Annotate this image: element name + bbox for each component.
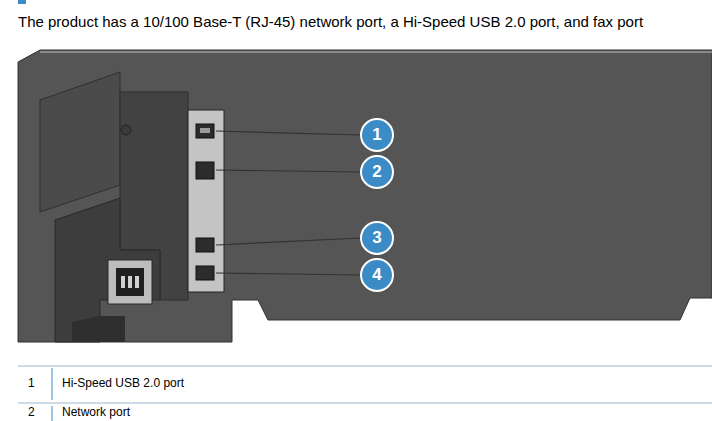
callout-number: 3 <box>362 228 392 248</box>
leader-line <box>216 131 361 135</box>
leader-line <box>216 238 361 245</box>
table-cell: Network port <box>62 406 130 420</box>
callout-number: 2 <box>362 162 392 182</box>
leader-line <box>216 273 361 275</box>
top-edge <box>40 51 712 53</box>
foot <box>72 316 125 342</box>
leader-line <box>216 170 361 172</box>
printer-body <box>18 50 712 342</box>
table-separator <box>52 406 53 421</box>
heading-fragment <box>18 0 26 4</box>
power-socket-inner <box>116 268 144 296</box>
callout-number: 1 <box>362 125 392 145</box>
table-separator <box>52 368 53 400</box>
table-cell: 2 <box>28 406 35 420</box>
network-port <box>196 162 214 179</box>
table-rule <box>18 366 712 367</box>
fax-port <box>196 266 214 280</box>
callout-circle <box>361 156 393 188</box>
rear-panel <box>40 72 120 212</box>
lower-recess <box>55 198 160 342</box>
screw <box>121 125 131 135</box>
fax-port <box>196 238 214 252</box>
callout-circle <box>361 119 393 151</box>
power-socket <box>108 260 152 304</box>
table-rule <box>18 403 712 404</box>
power-pin <box>121 276 125 288</box>
port-panel <box>188 110 224 292</box>
callout-circle <box>361 259 393 291</box>
usb-port-tongue <box>200 128 210 133</box>
power-pin <box>135 276 139 288</box>
callout-number: 4 <box>362 265 392 285</box>
table-cell: Hi-Speed USB 2.0 port <box>62 377 184 391</box>
callout-circle <box>361 222 393 254</box>
table-cell: 1 <box>28 377 35 391</box>
power-pin <box>128 276 132 288</box>
usb-port <box>196 124 214 138</box>
intro-sentence: The product has a 10/100 Base-T (RJ-45) … <box>18 13 643 30</box>
